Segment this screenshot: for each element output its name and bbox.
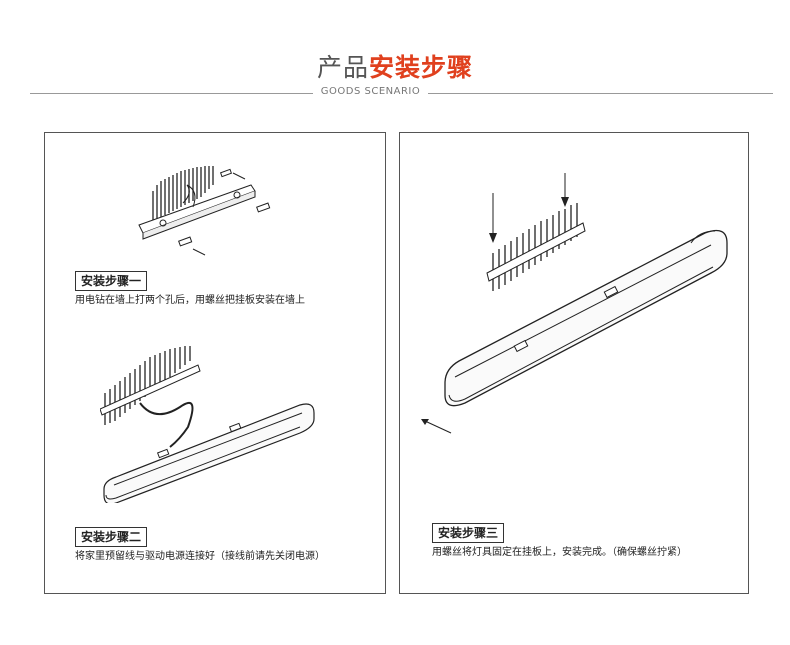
step1-illustration	[138, 166, 271, 256]
title-accent: 安装步骤	[369, 53, 474, 82]
title-prefix: 产品	[316, 53, 369, 82]
header-rule-right	[428, 93, 773, 94]
step2-illustration	[100, 346, 315, 503]
panel-steps-1-2: 安装步骤一 用电钻在墙上打两个孔后，用螺丝把挂板安装在墙上 安装步骤二 将家里预…	[44, 132, 386, 594]
step2-description: 将家里预留线与驱动电源连接好（接线前请先关闭电源）	[75, 551, 325, 562]
step1-description: 用电钻在墙上打两个孔后，用螺丝把挂板安装在墙上	[75, 295, 305, 306]
step3-description: 用螺丝将灯具固定在挂板上，安装完成。（确保螺丝拧紧）	[432, 547, 687, 558]
page-subtitle: GOODS SCENARIO	[320, 86, 421, 97]
step3-illustration	[421, 173, 728, 434]
step3-label: 安装步骤三	[432, 523, 505, 543]
step1-label: 安装步骤一	[75, 271, 148, 291]
header-rule-left	[30, 93, 313, 94]
page-header: 产品安装步骤 GOODS SCENARIO	[0, 0, 790, 110]
step2-label: 安装步骤二	[75, 527, 148, 547]
panel-step-3: 安装步骤三 用螺丝将灯具固定在挂板上，安装完成。（确保螺丝拧紧）	[399, 132, 749, 594]
page-title: 产品安装步骤	[0, 48, 790, 84]
